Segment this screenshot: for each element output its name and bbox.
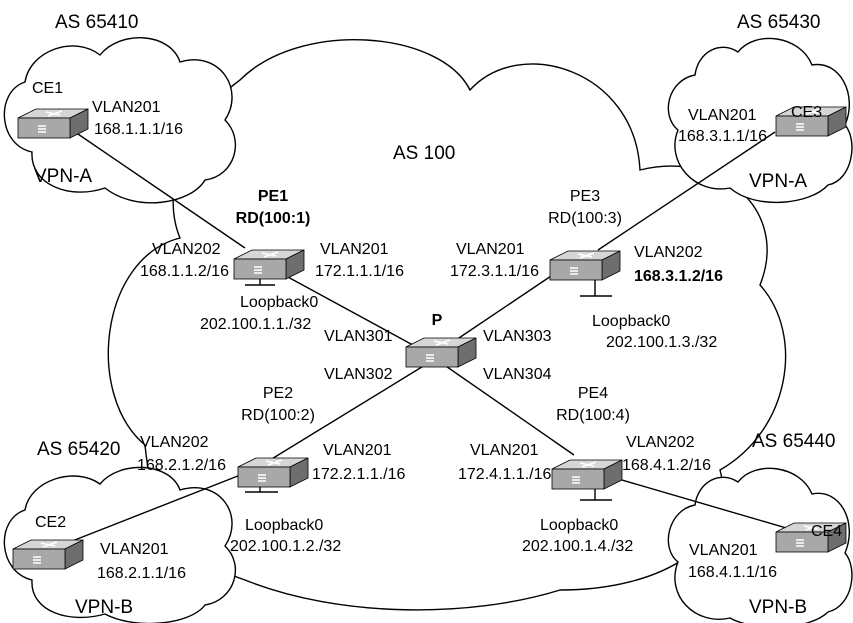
pe1-ip-ce: 168.1.1.2/16: [140, 263, 229, 280]
ce1-vlan: VLAN201: [92, 99, 161, 116]
pe1-name: PE1: [257, 188, 289, 205]
pe2-vlan-ce: VLAN202: [140, 434, 209, 451]
as-65410-label: AS 65410: [55, 12, 139, 33]
link-pe1-p: [274, 269, 423, 351]
pe3-vlan-ce: VLAN202: [634, 244, 703, 261]
pe1-loopback-ip: 202.100.1.1./32: [200, 316, 312, 333]
pe3-vlan-p: VLAN201: [456, 241, 525, 258]
link-pe4-p: [439, 361, 575, 456]
pe2-loopback-ip: 202.100.1.2./32: [230, 538, 342, 555]
p-vlan-pe1: VLAN301: [324, 328, 393, 345]
ce1-name: CE1: [32, 80, 64, 97]
pe3-loopback: Loopback0: [592, 313, 671, 330]
pe2-switch-icon: [237, 457, 309, 488]
pe2-loopback: Loopback0: [245, 517, 324, 534]
ce3-vlan: VLAN201: [688, 107, 757, 124]
p-vlan-pe4: VLAN304: [483, 366, 552, 383]
ce2-vlan: VLAN201: [100, 541, 169, 558]
ce4-name: CE4: [811, 523, 843, 540]
pe2-name: PE2: [262, 385, 294, 402]
p-vlan-pe3: VLAN303: [483, 328, 552, 345]
pe2-vlan-p: VLAN201: [323, 442, 392, 459]
pe1-ip-p: 172.1.1.1/16: [315, 263, 404, 280]
pe4-ip-ce: 168.4.1.2/16: [622, 457, 711, 474]
ce3-cloud: [667, 37, 853, 204]
ce1-switch-icon: [17, 108, 89, 139]
ce3-ip: 168.3.1.1/16: [678, 128, 767, 145]
pe4-loopback-ip: 202.100.1.4./32: [522, 538, 634, 555]
pe4-vlan-ce: VLAN202: [626, 434, 695, 451]
ce1-vpn-label: VPN-A: [34, 166, 93, 187]
ce2-name: CE2: [35, 514, 67, 531]
ce4-ip: 168.4.1.1/16: [688, 564, 777, 581]
link-ce4-pe4: [597, 472, 801, 533]
as-65440-label: AS 65440: [752, 431, 836, 452]
pe3-name: PE3: [569, 188, 601, 205]
pe4-loopback: Loopback0: [540, 517, 619, 534]
link-pe2-p: [269, 361, 431, 461]
ce3-vpn-label: VPN-A: [749, 171, 808, 192]
pe3-ip-p: 172.3.1.1/16: [450, 263, 539, 280]
pe3-rd: RD(100:3): [548, 210, 622, 227]
ce1-cloud: [3, 37, 236, 204]
pe3-loopback-stub: [580, 280, 612, 297]
ce2-vpn-label: VPN-B: [75, 597, 134, 618]
ce2-ip: 168.2.1.1/16: [97, 565, 186, 582]
pe2-rd: RD(100:2): [241, 407, 315, 424]
link-ce1-pe1: [74, 131, 246, 249]
pe2-ip-ce: 168.2.1.2/16: [137, 457, 226, 474]
as-100-label: AS 100: [393, 143, 456, 164]
pe4-switch-icon: [551, 459, 623, 490]
link-pe3-p: [449, 269, 561, 345]
pe4-rd: RD(100:4): [556, 407, 630, 424]
ce2-cloud: [3, 466, 236, 623]
pe1-rd: RD(100:1): [235, 210, 311, 227]
pe4-ip-p: 172.4.1.1./16: [458, 466, 552, 483]
link-ce2-pe2: [61, 471, 249, 546]
ce4-vlan: VLAN201: [689, 542, 758, 559]
p-vlan-pe2: VLAN302: [324, 366, 393, 383]
pe2-ip-p: 172.2.1.1./16: [312, 466, 406, 483]
p-switch-icon: [405, 337, 477, 368]
as-65430-label: AS 65430: [737, 12, 821, 33]
ce1-ip: 168.1.1.1/16: [94, 121, 183, 138]
pe3-ip-ce: 168.3.1.2/16: [634, 268, 723, 285]
pe3-loopback-ip: 202.100.1.3./32: [606, 334, 718, 351]
pe1-switch-icon: [233, 249, 305, 280]
as-65420-label: AS 65420: [37, 439, 121, 460]
pe4-vlan-p: VLAN201: [470, 442, 539, 459]
pe3-switch-icon: [549, 250, 621, 281]
pe1-vlan-ce: VLAN202: [152, 241, 221, 258]
pe1-vlan-p: VLAN201: [320, 241, 389, 258]
ce2-switch-icon: [12, 539, 84, 570]
p-name: P: [431, 312, 443, 329]
ce4-vpn-label: VPN-B: [749, 597, 808, 618]
link-ce3-pe3: [597, 131, 776, 251]
ce3-name: CE3: [791, 104, 823, 121]
pe1-loopback: Loopback0: [240, 294, 319, 311]
pe4-name: PE4: [577, 385, 609, 402]
